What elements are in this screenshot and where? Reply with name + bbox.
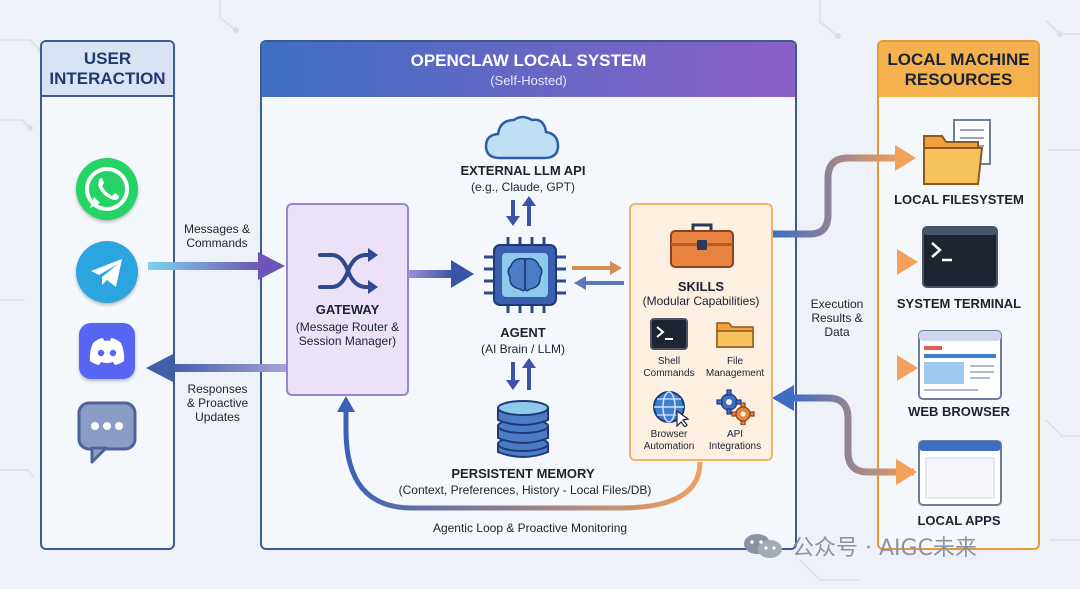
responses-arrow (146, 354, 287, 382)
skill-file-label: File Management (705, 356, 765, 379)
agent-skills-arrows (572, 261, 624, 290)
skill-browser-label: Browser Automation (643, 429, 695, 452)
globe-icon (653, 391, 690, 427)
system-terminal-icon (922, 226, 998, 288)
messages-commands-label: Messages & Commands (183, 222, 251, 250)
skills-desc: (Modular Capabilities) (642, 294, 760, 308)
llm-agent-arrows (506, 196, 536, 226)
responses-updates-label: Responses & Proactive Updates (186, 382, 249, 424)
filesystem-icon (923, 119, 991, 185)
watermark: 公众号 · AIGC未来 (742, 531, 1062, 561)
agent-title: AGENT (500, 325, 546, 340)
cloud-icon (484, 115, 560, 160)
watermark-text: 公众号 · AIGC未来 (792, 536, 977, 561)
arrow-to-filesystem (895, 145, 916, 171)
skill-api-label: API Integrations (708, 429, 762, 452)
agent-chip-icon[interactable] (480, 235, 570, 315)
user-panel-title: USER INTERACTION (49, 48, 166, 88)
agentic-loop-label: Agentic Loop & Proactive Monitoring (432, 521, 628, 535)
arrow-to-terminal (897, 249, 918, 275)
system-panel-header: OPENCLAW LOCAL SYSTEM (Self-Hosted) (262, 42, 795, 97)
chat-bubble-icon[interactable] (76, 400, 138, 466)
resource-browser-label: WEB BROWSER (908, 404, 1010, 419)
system-panel-title: OPENCLAW LOCAL SYSTEM (410, 51, 647, 70)
memory-desc: (Context, Preferences, History - Local F… (398, 483, 652, 497)
llm-title: EXTERNAL LLM API (460, 163, 586, 178)
folder-icon (716, 322, 754, 348)
browser-icon (918, 330, 1002, 400)
gateway-title: GATEWAY (315, 302, 380, 317)
agent-memory-arrows (506, 358, 536, 390)
terminal-icon (650, 318, 688, 350)
gears-icon (716, 389, 755, 425)
gateway-box[interactable]: GATEWAY (Message Router & Session Manage… (286, 203, 409, 396)
user-panel-header: USER INTERACTION (42, 42, 173, 97)
resource-terminal-label: SYSTEM TERMINAL (896, 296, 1022, 311)
skills-to-resources-arrows (773, 154, 902, 372)
resource-filesystem-label: LOCAL FILESYSTEM (894, 192, 1024, 207)
database-icon (497, 400, 549, 458)
execution-results-label: Execution Results & Data (810, 297, 864, 339)
resources-panel-header: LOCAL MACHINE RESOURCES (879, 42, 1038, 97)
resource-apps-label: LOCAL APPS (917, 513, 1001, 528)
wechat-icon (744, 534, 782, 558)
telegram-icon[interactable] (76, 241, 138, 303)
agentic-loop-arrow (337, 396, 703, 511)
shuffle-icon (318, 248, 378, 294)
system-panel-subtitle: (Self-Hosted) (490, 73, 567, 88)
toolbox-icon (670, 223, 734, 268)
gateway-desc: (Message Router & Session Manager) (295, 320, 400, 348)
gateway-to-agent-arrow (408, 260, 474, 288)
messages-arrow (148, 252, 285, 280)
skill-shell-label: Shell Commands (643, 356, 695, 379)
arrow-to-browser (897, 355, 918, 381)
skills-box[interactable]: SKILLS (Modular Capabilities) Shell Comm… (629, 203, 773, 461)
skills-title: SKILLS (677, 279, 725, 294)
user-interaction-panel: USER INTERACTION (40, 40, 175, 550)
apps-to-skills-arrow (772, 385, 917, 485)
discord-icon[interactable] (79, 323, 135, 379)
memory-title: PERSISTENT MEMORY (451, 466, 595, 481)
app-window-icon (918, 440, 1002, 506)
resources-panel-title: LOCAL MACHINE RESOURCES (887, 49, 1030, 89)
llm-desc: (e.g., Claude, GPT) (470, 180, 576, 194)
whatsapp-icon[interactable] (76, 158, 138, 220)
agent-desc: (AI Brain / LLM) (480, 342, 566, 356)
